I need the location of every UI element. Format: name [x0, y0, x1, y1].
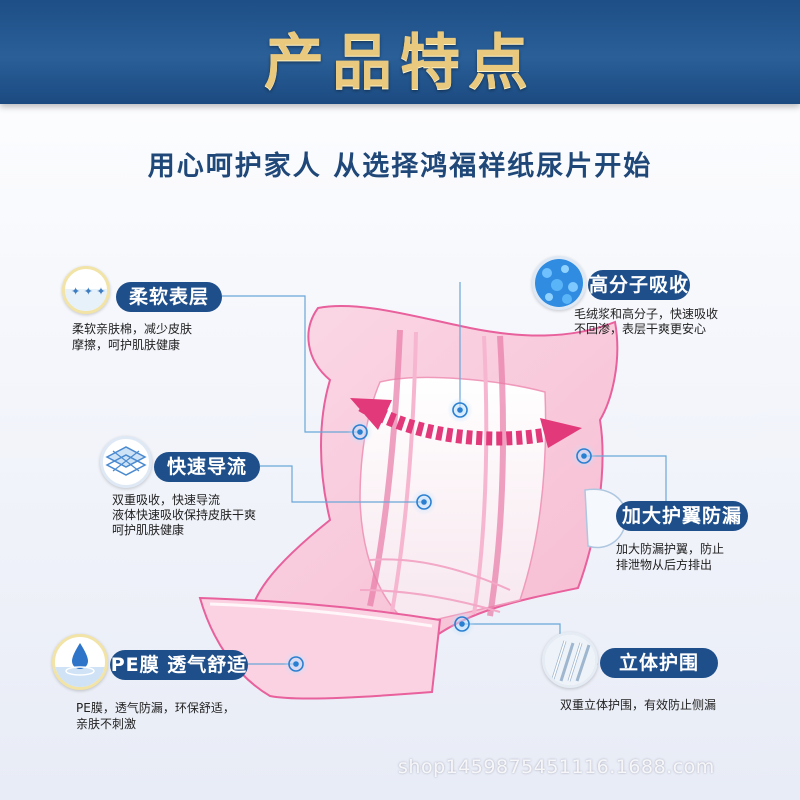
soft-layer-label: 柔软表层 — [116, 282, 222, 312]
page-title: 产品特点 — [264, 28, 536, 98]
wings-label: 加大护翼防漏 — [616, 501, 748, 531]
flow-arrow — [350, 398, 582, 448]
header-banner: 产品特点 — [0, 0, 800, 104]
marker-barrier — [449, 611, 475, 637]
marker-wings — [571, 443, 597, 469]
wings-desc-2: 排泄物从后方排出 — [616, 558, 713, 572]
marker-fast-flow — [411, 489, 437, 515]
connector-lines — [222, 282, 667, 665]
polymer-desc-1: 毛绒浆和高分子，快速吸收 — [574, 307, 719, 321]
fast-flow-desc-2: 液体快速吸收保持皮肤干爽 — [112, 508, 257, 522]
polymer-granules-icon — [532, 256, 586, 310]
polymer-label: 高分子吸收 — [588, 270, 690, 300]
soft-cotton-icon: ✦ ✦ ✦ — [62, 266, 110, 314]
svg-text:✦ ✦ ✦: ✦ ✦ ✦ — [71, 285, 106, 298]
flow-layer-icon — [100, 436, 152, 488]
pe-film-label: PE膜 透气舒适 — [110, 650, 248, 680]
pe-film-desc-2: 亲肤不刺激 — [76, 717, 137, 731]
pe-film-desc-1: PE膜，透气防漏，环保舒适， — [76, 701, 235, 715]
barrier-desc-1: 双重立体护围，有效防止侧漏 — [560, 698, 717, 712]
leak-guard-icon — [542, 632, 598, 688]
fast-flow-label: 快速导流 — [154, 452, 260, 482]
wings-desc-1: 加大防漏护翼，防止 — [616, 542, 725, 556]
location-markers — [283, 397, 597, 677]
soft-layer-desc-2: 摩擦，呵护肌肤健康 — [72, 338, 181, 352]
water-drop-icon — [52, 634, 108, 690]
shop-watermark: shop1459875451116.1688.com — [398, 756, 715, 778]
marker-pe-film — [283, 651, 309, 677]
page-subtitle: 用心呵护家人 从选择鸿福祥纸尿片开始 — [147, 151, 653, 182]
marker-soft-layer — [347, 419, 373, 445]
barrier-label: 立体护围 — [600, 648, 718, 678]
fast-flow-desc-1: 双重吸收，快速导流 — [112, 493, 221, 507]
polymer-desc-2: 不回渗，表层干爽更安心 — [574, 322, 707, 336]
fast-flow-desc-3: 呵护肌肤健康 — [112, 523, 185, 537]
soft-layer-desc-1: 柔软亲肤棉，减少皮肤 — [72, 322, 193, 336]
marker-polymer — [447, 397, 473, 423]
